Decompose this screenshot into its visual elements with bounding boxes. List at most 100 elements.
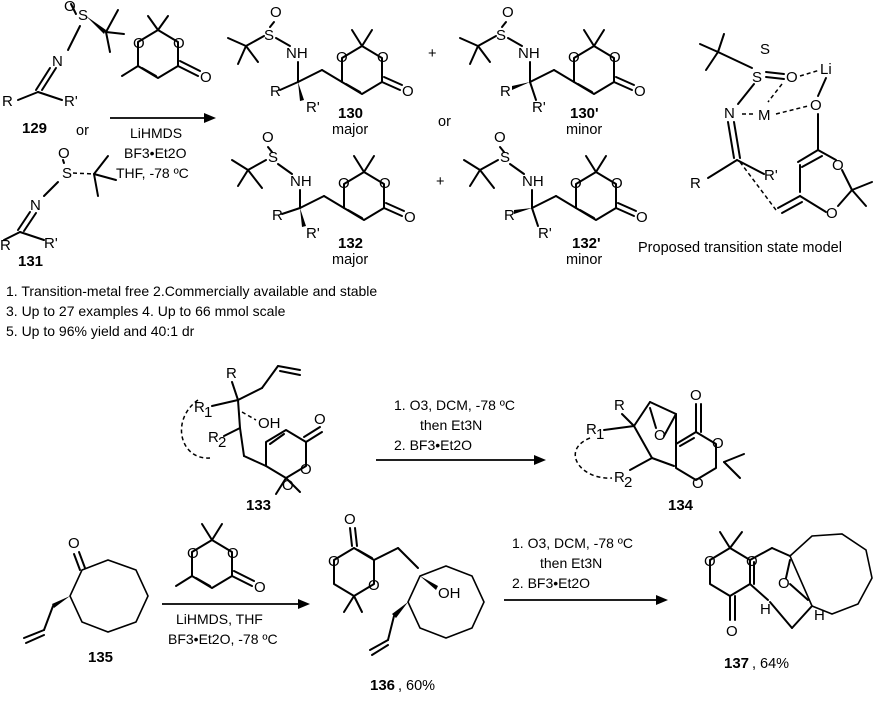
- svg-text:R: R: [690, 175, 701, 192]
- svg-text:O: O: [227, 545, 239, 562]
- compound-130-note: major: [332, 122, 368, 138]
- svg-text:N: N: [30, 197, 41, 214]
- svg-text:O: O: [173, 35, 185, 52]
- svg-text:O: O: [692, 475, 704, 492]
- svg-text:O: O: [336, 49, 348, 66]
- svg-text:O: O: [832, 157, 844, 174]
- svg-text:O: O: [270, 4, 282, 21]
- compound-132p-label: 132': [572, 235, 601, 252]
- dioxinone-reagent-2: O O O: [175, 523, 266, 596]
- svg-text:S: S: [752, 69, 762, 86]
- reagent-bf3: BF3•Et2O: [124, 145, 187, 161]
- compound-133-structure: R R 1 OH R 2 O O O: [180, 365, 326, 495]
- compound-137-structure: O O O H O H: [704, 531, 873, 640]
- note-line-2: 3. Up to 27 examples 4. Up to 66 mmol sc…: [6, 303, 286, 319]
- svg-text:H: H: [814, 607, 825, 624]
- svg-text:O: O: [262, 129, 274, 146]
- svg-text:O: O: [254, 579, 266, 596]
- compound-130p-structure: S O NH R R' O O O: [459, 4, 646, 116]
- or-separator: or: [76, 123, 89, 139]
- compound-130p-note: minor: [566, 122, 602, 138]
- svg-text:N: N: [724, 105, 735, 122]
- compound-132-structure: S O NH R R' O O O: [231, 129, 416, 242]
- svg-text:S: S: [760, 41, 770, 58]
- svg-text:S: S: [78, 7, 88, 24]
- svg-text:R': R': [44, 235, 58, 252]
- svg-text:S: S: [268, 149, 278, 166]
- svg-text:R': R': [538, 225, 552, 242]
- svg-text:R: R: [272, 207, 283, 224]
- svg-text:O: O: [328, 553, 340, 570]
- compound-134-label: 134: [668, 497, 694, 514]
- transition-state-model: S S O Li O M N R R' O O: [690, 33, 873, 222]
- svg-text:O: O: [712, 435, 724, 452]
- svg-text:R: R: [194, 399, 205, 416]
- svg-text:O: O: [58, 145, 70, 162]
- svg-text:H: H: [760, 601, 771, 618]
- svg-text:NH: NH: [290, 173, 312, 190]
- compound-133-label: 133: [246, 497, 271, 514]
- svg-text:1: 1: [204, 404, 212, 421]
- compound-129-structure: S O N R R': [2, 0, 125, 110]
- svg-text:O: O: [634, 83, 646, 100]
- svg-text:O: O: [568, 49, 580, 66]
- compound-135-structure: O: [23, 535, 149, 644]
- svg-text:S: S: [62, 165, 72, 182]
- svg-text:S: S: [264, 27, 274, 44]
- scheme3-step1-cond-1: LiHMDS, THF: [176, 611, 263, 627]
- svg-text:S: S: [500, 149, 510, 166]
- compound-130-structure: S O NH R R' O O O: [227, 4, 414, 116]
- svg-text:R': R': [306, 225, 320, 242]
- svg-text:O: O: [64, 0, 76, 15]
- svg-text:O: O: [404, 209, 416, 226]
- compound-129-label: 129: [22, 120, 47, 137]
- compound-136-structure: O O O OH: [328, 511, 485, 656]
- svg-text:O: O: [636, 209, 648, 226]
- svg-text:R': R': [532, 99, 546, 116]
- svg-text:S: S: [496, 27, 506, 44]
- svg-text:R: R: [586, 421, 597, 438]
- svg-text:O: O: [786, 69, 798, 86]
- svg-text:OH: OH: [438, 585, 461, 602]
- scheme3-step2-cond-2: then Et3N: [540, 555, 602, 571]
- svg-text:O: O: [704, 553, 716, 570]
- svg-text:O: O: [338, 175, 350, 192]
- svg-text:O: O: [570, 175, 582, 192]
- svg-text:O: O: [726, 623, 738, 640]
- compound-130p-label: 130': [570, 105, 599, 122]
- svg-text:NH: NH: [522, 173, 544, 190]
- note-line-1: 1. Transition-metal free 2.Commercially …: [6, 283, 377, 299]
- svg-text:O: O: [377, 49, 389, 66]
- compound-132-label: 132: [338, 235, 363, 252]
- plus-sign-2: +: [436, 174, 444, 190]
- svg-text:O: O: [368, 577, 380, 594]
- svg-text:R: R: [226, 365, 237, 382]
- svg-text:R: R: [0, 237, 11, 254]
- reagent-lihmds: LiHMDS: [130, 125, 182, 141]
- svg-text:R': R': [764, 167, 778, 184]
- svg-text:N: N: [52, 53, 63, 70]
- svg-text:2: 2: [624, 474, 632, 491]
- svg-text:O: O: [778, 575, 790, 592]
- svg-text:O: O: [611, 175, 623, 192]
- reagent-solvent-temp: THF, -78 ºC: [116, 165, 189, 181]
- compound-135-label: 135: [88, 649, 113, 666]
- ts-caption: Proposed transition state model: [638, 240, 842, 256]
- svg-text:M: M: [758, 107, 771, 124]
- scheme2-cond-3: 2. BF3•Et2O: [394, 437, 472, 453]
- compound-132p-structure: S O NH R R' O O O: [463, 129, 648, 242]
- scheme2-cond-2: then Et3N: [420, 417, 482, 433]
- svg-text:O: O: [300, 461, 312, 478]
- svg-text:O: O: [494, 129, 506, 146]
- svg-text:O: O: [344, 511, 356, 528]
- compound-137-label: 137: [724, 655, 749, 672]
- svg-text:Li: Li: [820, 61, 832, 78]
- plus-sign-1: +: [428, 46, 436, 62]
- compound-132-note: major: [332, 252, 368, 268]
- compound-131-structure: S O N R R': [0, 145, 117, 254]
- svg-text:O: O: [402, 83, 414, 100]
- svg-text:O: O: [609, 49, 621, 66]
- svg-text:R: R: [504, 207, 515, 224]
- svg-text:R: R: [208, 429, 219, 446]
- compound-136-label: 136: [370, 677, 395, 694]
